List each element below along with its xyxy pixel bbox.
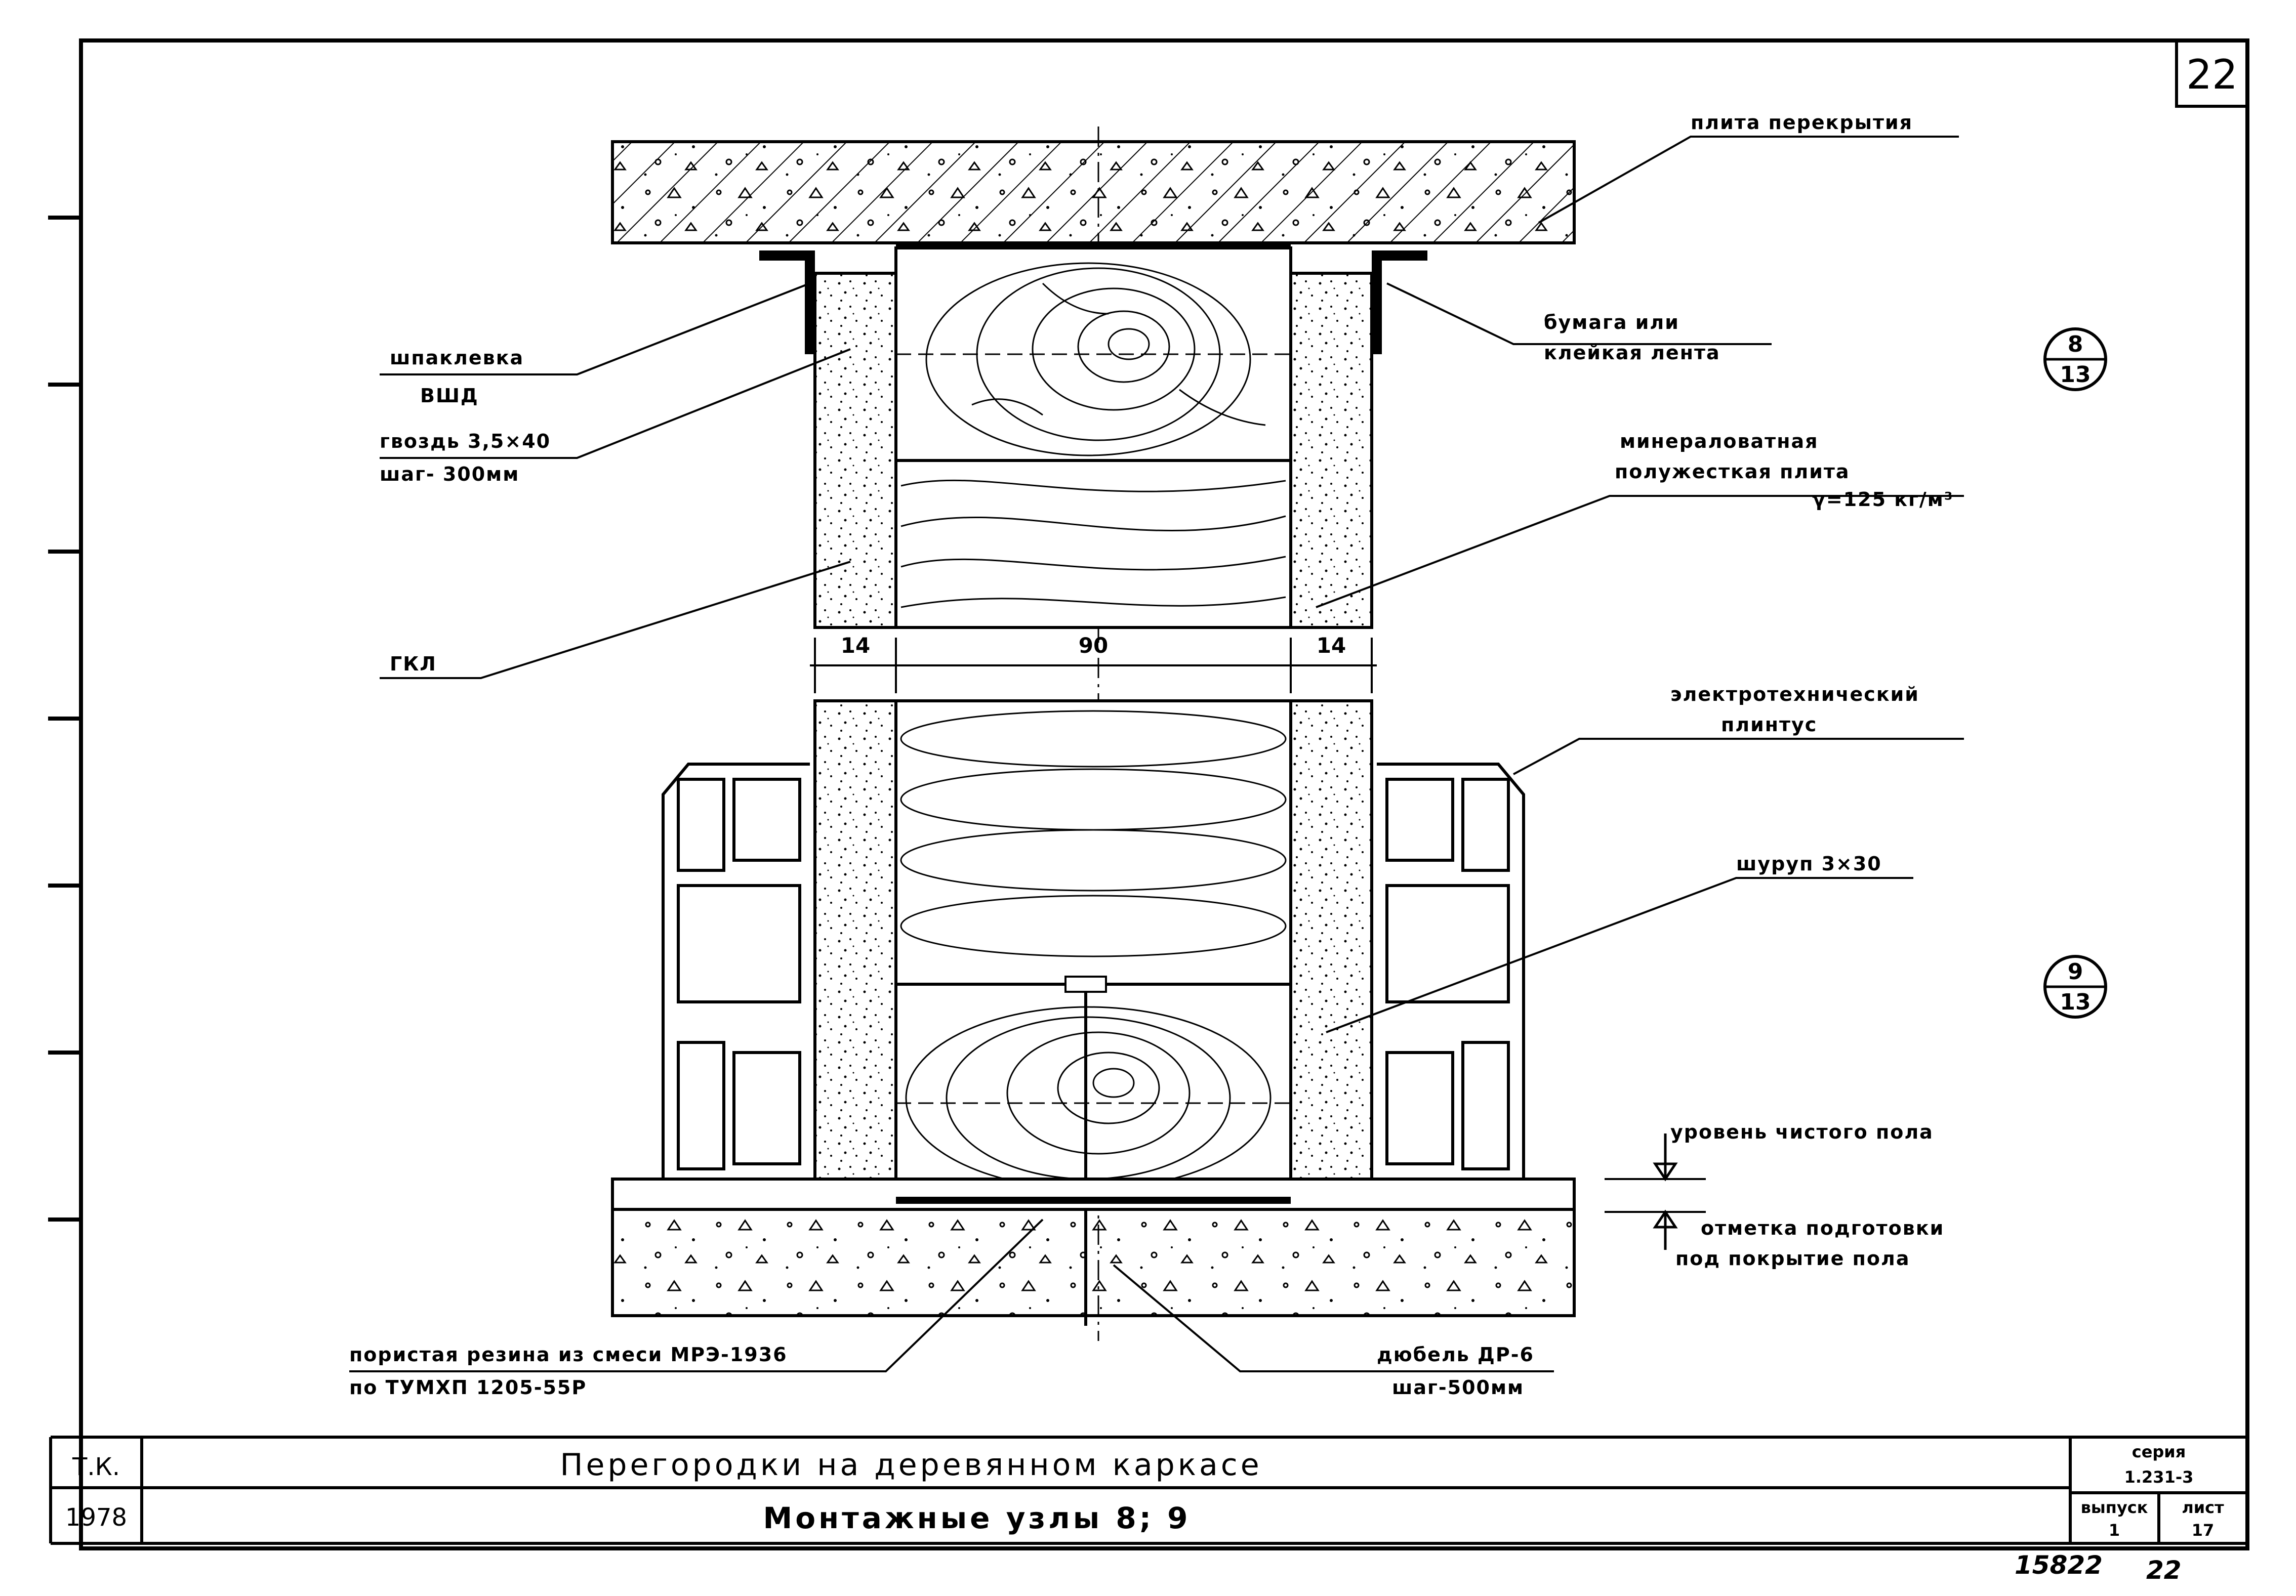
node-8-bottom: 13 (2060, 362, 2090, 388)
label-floor-level: уровень чистого пола (1670, 1121, 1934, 1143)
issue-value: 1 (2109, 1521, 2120, 1540)
binding-ticks (48, 216, 81, 1222)
label-dowel-1: дюбель ДР-6 (1377, 1343, 1534, 1366)
page-mark: 22 (2146, 1556, 2182, 1585)
label-base-2: под покрытие пола (1675, 1247, 1910, 1270)
lower-wall-section (662, 699, 1525, 1326)
title-sub: Монтажные узлы 8; 9 (763, 1501, 1191, 1535)
gkl-board-right (1289, 272, 1373, 629)
label-paper-1: бумага или (1544, 311, 1679, 333)
ceiling-trim-right (1372, 250, 1427, 354)
label-putty-1: шпаклевка (390, 347, 524, 369)
label-nail-2: шаг- 300мм (380, 463, 519, 485)
dim-right: 14 (1317, 633, 1346, 658)
upper-wall-section (759, 243, 1427, 629)
index-mark: 15822 (2015, 1550, 2103, 1580)
title-org: Т.К. (72, 1453, 120, 1481)
label-base-1: отметка подготовки (1701, 1217, 1944, 1239)
timber-head-beam (894, 246, 1292, 462)
node-8-top: 8 (2068, 331, 2083, 357)
mineral-wool-lower (894, 699, 1292, 986)
electric-plinth-left (662, 763, 810, 1181)
title-year: 1978 (65, 1503, 127, 1532)
issue-label: выпуск (2081, 1498, 2148, 1517)
label-mineral-1: минераловатная (1620, 430, 1819, 452)
label-plinth-1: электротехнический (1670, 683, 1919, 705)
label-screw: шуруп 3×30 (1736, 853, 1882, 875)
label-plinth-2: плинтус (1721, 713, 1817, 736)
sheet-number: 22 (2186, 51, 2238, 98)
gkl-board-lower-left (813, 699, 897, 1198)
label-gkl: ГКЛ (390, 653, 437, 675)
dimension-line (810, 638, 1377, 693)
node-9-bottom: 13 (2060, 989, 2090, 1015)
gkl-board-lower-right (1289, 699, 1373, 1198)
level-markers (1653, 1133, 1678, 1250)
gkl-board-left (813, 272, 897, 629)
label-rubber-1: пористая резина из смеси МРЭ-1936 (349, 1343, 788, 1366)
node-8-callout (2043, 327, 2107, 391)
ceiling-trim-left (759, 250, 815, 354)
floor-base (611, 1178, 1576, 1317)
ceiling-slab (611, 140, 1576, 244)
leader-lines (349, 136, 1964, 1372)
label-slab: плита перекрытия (1691, 111, 1913, 134)
dim-middle: 90 (1079, 633, 1108, 658)
sheet-number-box (2175, 39, 2249, 108)
electric-plinth-right (1377, 763, 1525, 1181)
timber-sole-plate (894, 983, 1292, 1198)
dim-left: 14 (841, 633, 870, 658)
sheet-frame (79, 38, 2249, 1550)
title-block (49, 1436, 2247, 1545)
sheet-label: лист (2182, 1498, 2224, 1517)
sheet-value: 17 (2192, 1521, 2215, 1540)
label-nail-1: гвоздь 3,5×40 (380, 430, 551, 452)
label-mineral-3: γ=125 кг/м³ (1812, 488, 1954, 511)
series-value: 1.231-3 (2124, 1467, 2194, 1487)
label-dowel-2: шаг-500мм (1392, 1376, 1524, 1399)
title-main: Перегородки на деревянном каркасе (560, 1447, 1262, 1483)
series-label: серия (2132, 1442, 2186, 1461)
label-putty-2: ВШД (420, 385, 479, 407)
node-9-top: 9 (2068, 959, 2083, 985)
node-9-callout (2043, 955, 2107, 1019)
label-rubber-2: по ТУМХП 1205-55Р (349, 1376, 587, 1399)
label-mineral-2: полужесткая плита (1615, 460, 1850, 483)
label-paper-2: клейкая лента (1544, 342, 1720, 364)
